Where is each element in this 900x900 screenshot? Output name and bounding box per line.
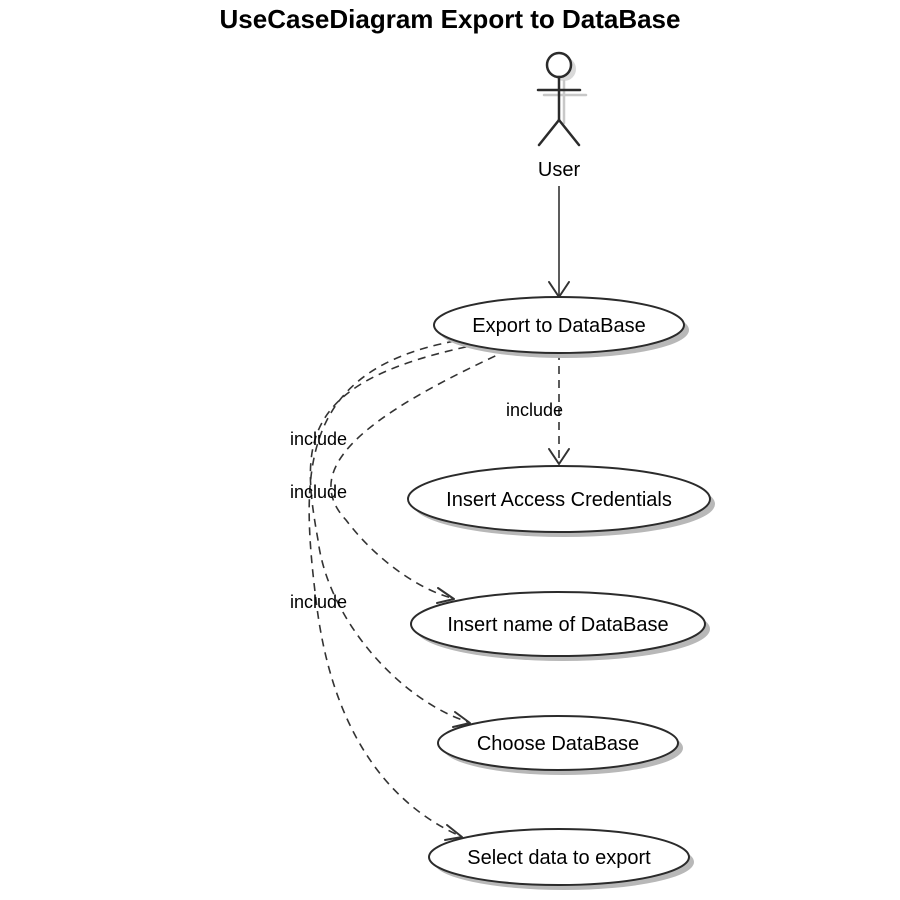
include-edge-db-name xyxy=(330,349,509,604)
use-case-export-to-database: Export to DataBase xyxy=(433,296,689,358)
diagram-title: UseCaseDiagram Export to DataBase xyxy=(220,4,681,34)
use-case-label: Insert name of DataBase xyxy=(447,614,668,636)
use-case-insert-name-of-database: Insert name of DataBase xyxy=(410,591,710,661)
use-case-label: Export to DataBase xyxy=(472,315,645,337)
include-edge-choose-db xyxy=(309,343,481,728)
use-case-choose-database: Choose DataBase xyxy=(437,715,683,775)
include-edge-credentials xyxy=(548,352,570,465)
use-case-label: Insert Access Credentials xyxy=(446,489,672,511)
user-actor-icon xyxy=(536,51,582,147)
use-case-insert-access-credentials: Insert Access Credentials xyxy=(407,465,715,537)
actor-label: User xyxy=(538,159,581,181)
include-edge-select-data xyxy=(308,340,463,841)
include-label-credentials: include xyxy=(506,400,563,420)
use-case-select-data-to-export: Select data to export xyxy=(428,828,694,890)
include-label-select-data: include xyxy=(290,592,347,612)
use-case-label: Choose DataBase xyxy=(477,733,639,755)
actor-user: User xyxy=(536,51,588,181)
use-case-label: Select data to export xyxy=(467,847,651,869)
include-label-db-name: include xyxy=(290,429,347,449)
include-label-choose-db: include xyxy=(290,482,347,502)
association-user-export xyxy=(548,186,570,298)
